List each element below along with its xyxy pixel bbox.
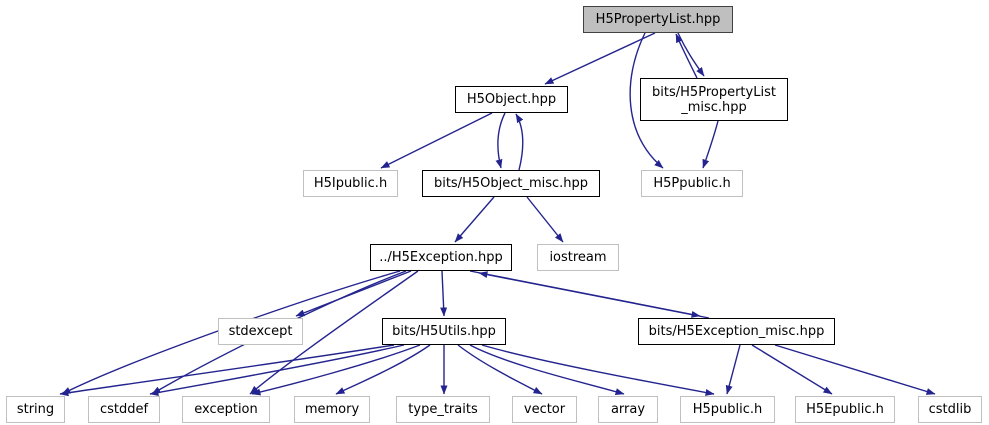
node-label: bits/H5PropertyList _misc.hpp (652, 84, 776, 115)
edge-h5utils-to-cstddef (149, 344, 405, 396)
node-string[interactable]: string (6, 396, 65, 423)
node-label: H5public.h (692, 402, 763, 417)
node-label: vector (523, 402, 566, 417)
edge-h5object_misc-to-h5exception (454, 196, 495, 243)
edge-h5exception_misc-to-h5exception (478, 271, 710, 319)
edge-h5object_misc-to-h5object (515, 113, 524, 171)
edge-h5propertylist_misc-to-h5ppublic (702, 120, 719, 169)
edge-h5utils-to-string (59, 344, 395, 397)
node-h5ipublic[interactable]: H5Ipublic.h (303, 170, 398, 197)
node-memory[interactable]: memory (294, 396, 370, 423)
node-stdexcept[interactable]: stdexcept (218, 318, 303, 345)
node-label: H5PropertyList.hpp (595, 12, 721, 27)
node-label: H5Epublic.h (806, 402, 884, 417)
node-h5object_misc[interactable]: bits/H5Object_misc.hpp (422, 170, 600, 197)
edge-h5exception-to-h5exception_misc (469, 270, 701, 318)
node-label: bits/H5Exception_misc.hpp (648, 324, 825, 339)
node-label: memory (304, 402, 360, 417)
node-h5public[interactable]: H5public.h (680, 396, 775, 423)
node-label: H5Ppublic.h (653, 176, 731, 191)
node-cstddef[interactable]: cstddef (88, 396, 160, 423)
node-h5utils[interactable]: bits/H5Utils.hpp (382, 318, 506, 345)
node-h5exception_misc[interactable]: bits/H5Exception_misc.hpp (638, 318, 835, 345)
node-label: bits/H5Object_misc.hpp (433, 176, 589, 191)
node-h5exception[interactable]: ../H5Exception.hpp (370, 244, 512, 271)
node-label: H5Object.hpp (466, 92, 557, 107)
node-cstdlib[interactable]: cstdlib (918, 396, 982, 423)
node-h5ppublic[interactable]: H5Ppublic.h (641, 170, 743, 197)
node-type_traits[interactable]: type_traits (396, 396, 490, 423)
edge-h5exception_misc-to-h5epublic (751, 344, 833, 395)
node-label: array (610, 402, 646, 417)
node-label: cstdlib (928, 402, 972, 417)
node-array[interactable]: array (598, 396, 658, 423)
edge-h5object_misc-to-iostream (526, 196, 564, 243)
edge-h5object-to-h5object_misc (495, 112, 506, 169)
edge-h5propertylist-to-h5propertylist_misc (677, 32, 705, 77)
edge-h5propertylist-to-h5object (544, 32, 656, 85)
edge-h5propertylist_misc-to-h5propertylist (675, 33, 698, 79)
edge-h5exception_misc-to-h5public (725, 344, 741, 395)
edge-h5object-to-h5ipublic (380, 112, 493, 169)
edge-h5utils-to-exception (251, 344, 421, 396)
node-label: stdexcept (228, 324, 293, 339)
node-label: exception (194, 402, 258, 417)
edge-h5exception_misc-to-cstdlib (774, 344, 936, 395)
edge-h5exception-to-stdexcept (295, 270, 412, 317)
node-vector[interactable]: vector (512, 396, 577, 423)
edge-h5exception-to-h5utils (440, 270, 448, 317)
edge-h5utils-to-h5public (481, 344, 715, 396)
node-label: cstddef (99, 402, 149, 417)
node-label: ../H5Exception.hpp (379, 250, 503, 265)
node-label: bits/H5Utils.hpp (392, 324, 496, 339)
node-h5propertylist_misc[interactable]: bits/H5PropertyList _misc.hpp (640, 78, 788, 121)
node-label: type_traits (408, 402, 478, 417)
node-label: string (16, 402, 55, 417)
edge-h5utils-to-memory (335, 344, 431, 395)
node-iostream[interactable]: iostream (537, 244, 619, 271)
node-label: iostream (549, 250, 607, 265)
node-exception[interactable]: exception (182, 396, 270, 423)
node-h5epublic[interactable]: H5Epublic.h (795, 396, 895, 423)
node-h5object[interactable]: H5Object.hpp (455, 86, 568, 113)
node-label: H5Ipublic.h (313, 176, 388, 191)
edge-h5utils-to-vector (457, 344, 543, 395)
edge-h5utils-to-array (469, 344, 625, 395)
node-h5propertylist[interactable]: H5PropertyList.hpp (583, 6, 733, 33)
